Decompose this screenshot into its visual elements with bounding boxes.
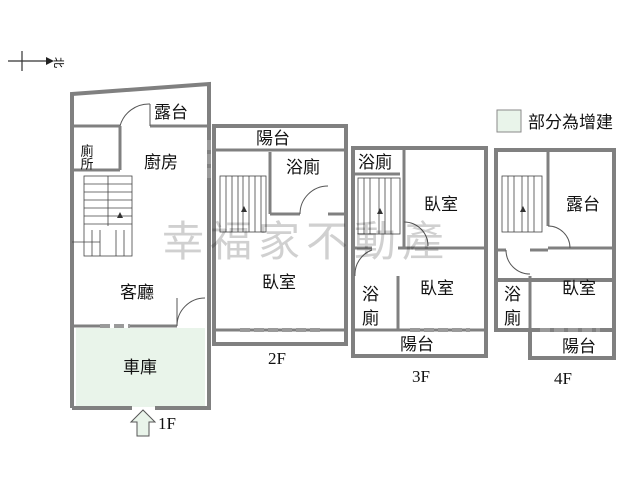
room-label-garage-1f: 車庫 [123, 358, 157, 378]
floor-label-4f: 4F [554, 369, 572, 388]
room-label-bath-2f: 浴廁 [286, 157, 320, 178]
staircase-2f [219, 175, 267, 233]
room-label-balcony-3f: 陽台 [400, 335, 434, 355]
room-label-bath-b-3f: 廁 [362, 308, 379, 329]
room-label-balcony-1f: 露台 [154, 103, 188, 123]
room-label-terrace-4f: 露台 [566, 195, 600, 215]
room-label-toilet-1f: 廁所 [78, 143, 94, 170]
room-label-kitchen-1f: 廚房 [144, 152, 178, 173]
floor-label-3f: 3F [412, 367, 430, 386]
floor-3f: 浴廁 臥室 浴 廁 臥室 陽台 3F [351, 146, 488, 386]
floor-label-2f: 2F [268, 349, 286, 368]
room-label-bath-a-3f: 浴 [362, 285, 379, 305]
entrance-arrow-icon [129, 409, 157, 437]
staircase-1f [72, 175, 133, 257]
room-label-living-1f: 客廳 [120, 283, 154, 303]
room-label-bedroom-4f: 臥室 [562, 279, 596, 299]
room-label-bedroom-bottom-3f: 臥室 [420, 279, 454, 299]
room-label-bedroom-top-3f: 臥室 [424, 195, 458, 215]
watermark: 幸福家不動產 [162, 217, 450, 266]
staircase-4f [501, 175, 543, 233]
legend-label: 部分為增建 [528, 113, 613, 133]
room-label-balcony-4f: 陽台 [562, 337, 596, 357]
room-label-bedroom-2f: 臥室 [262, 273, 296, 293]
room-label-balcony-2f: 陽台 [256, 129, 290, 149]
staircase-3f [357, 177, 401, 235]
floor-2f: 陽台 浴廁 臥室 2F [212, 124, 348, 368]
extension-area [76, 328, 205, 407]
room-label-bath-b-4f: 廁 [504, 308, 521, 329]
room-label-bath-top-3f: 浴廁 [358, 152, 392, 173]
room-label-bath-a-4f: 浴 [504, 285, 521, 305]
legend-swatch [496, 109, 522, 133]
floor-4f: 露台 浴 廁 臥室 陽台 4F [494, 148, 616, 388]
floor-label-1f: 1F [158, 414, 176, 433]
compass-label: 北 [52, 57, 65, 68]
north-arrow-icon [8, 51, 54, 71]
floor-1f: 露台 廁所 廚房 客廳 車庫 1F [70, 81, 211, 437]
